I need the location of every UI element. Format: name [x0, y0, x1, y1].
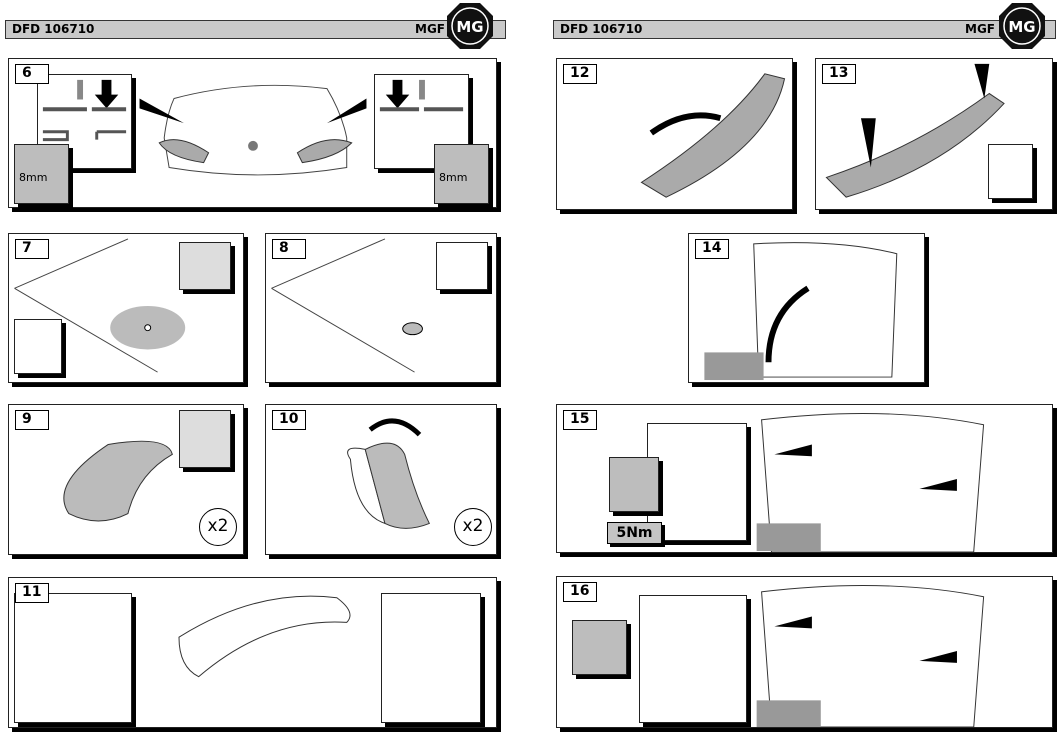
document-code: DFD 106710 [12, 22, 95, 36]
cleaning-wipe-inset [179, 242, 231, 290]
step-15-panel: 15 5Nm [556, 404, 1053, 553]
step-number: 9 [15, 410, 49, 430]
step-number: 15 [563, 410, 597, 430]
drill-tool-inset-right: 8mm [434, 144, 489, 204]
step-6-panel: 6 8mm 8mm [8, 58, 497, 208]
boot-lid-nut-illustration [756, 412, 985, 552]
detail-inset-right [374, 74, 469, 169]
nut-inset [609, 457, 659, 512]
mg-logo [446, 2, 494, 50]
pad-fitting-inset-right [381, 593, 481, 723]
drill-tool-inset-left: 8mm [14, 144, 69, 204]
boot-lid-clean-illustration [14, 238, 186, 373]
step-16-panel: 16 [556, 576, 1053, 728]
hand-press-inset [988, 144, 1033, 199]
pad-clean-illustration [63, 440, 173, 522]
boot-lid-primer-illustration [271, 238, 423, 373]
step-13-panel: 13 [815, 58, 1053, 210]
quantity-badge: x2 [199, 508, 237, 546]
down-arrow-icon [42, 79, 127, 142]
tool-size-label: 8mm [19, 171, 48, 184]
pad-fitting-inset-left [14, 593, 132, 723]
page-header-right: DFD 106710 MGF [553, 20, 1056, 39]
step-10-panel: 10 x2 [265, 404, 497, 555]
cleaning-wipe-inset [179, 410, 231, 468]
step-number: 12 [563, 64, 597, 84]
document-code: DFD 106710 [560, 22, 643, 36]
step-number: 7 [15, 239, 49, 259]
cap-detail-inset [639, 595, 747, 723]
step-number: 11 [15, 583, 49, 603]
model-name: MGF [965, 22, 995, 36]
step-number: 16 [563, 582, 597, 602]
spoiler-pad-fitting-illustration [178, 595, 351, 678]
car-rear-illustration [139, 84, 367, 176]
tool-size-label: 8mm [439, 171, 468, 184]
step-number: 10 [272, 410, 306, 430]
vacuum-inset [14, 319, 62, 374]
boot-lid-cap-illustration [756, 584, 985, 727]
step-number: 13 [822, 64, 856, 84]
step-8-panel: 8 [265, 233, 497, 383]
spoiler-press-illustration [825, 63, 1005, 198]
mg-logo [998, 2, 1046, 50]
cap-inset [572, 620, 627, 675]
down-arrow-icon [379, 79, 464, 112]
step-number: 8 [272, 239, 306, 259]
nut-detail-inset [647, 423, 747, 541]
step-number: 6 [15, 64, 49, 84]
step-14-panel: 14 [688, 233, 925, 383]
boot-lid-open-illustration [704, 242, 898, 381]
step-9-panel: 9 x2 [8, 404, 244, 555]
quantity-badge: x2 [454, 508, 492, 546]
pad-backing-peel-illustration [347, 418, 431, 529]
step-7-panel: 7 [8, 233, 244, 383]
step-12-panel: 12 [556, 58, 793, 210]
step-number: 14 [695, 239, 729, 259]
model-name: MGF [415, 22, 445, 36]
spoiler-position-illustration [640, 73, 786, 198]
page-header-left: DFD 106710 MGF [5, 20, 506, 39]
torque-label: 5Nm [607, 522, 662, 544]
primer-tube-inset [436, 242, 488, 290]
step-11-panel: 11 [8, 577, 497, 728]
